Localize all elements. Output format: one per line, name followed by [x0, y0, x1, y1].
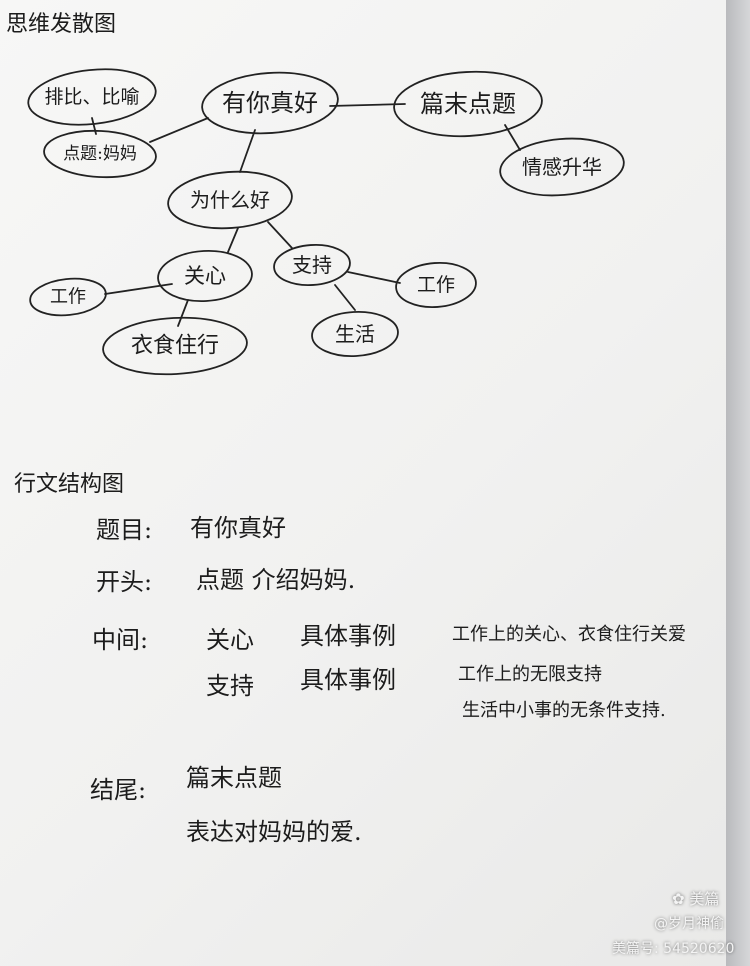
meipian-logo-icon: ✿ [672, 890, 685, 908]
node-yishi: 衣食住行 [131, 334, 219, 359]
title-value: 有你真好 [190, 514, 286, 542]
node-qinggan: 情感升华 [522, 155, 602, 179]
watermark-brand-text: 美篇 [689, 890, 720, 908]
node-gongzuo-left: 工作 [50, 287, 86, 308]
link-weishenme-guanxin [227, 227, 239, 253]
link-center-pianmo [329, 103, 406, 107]
bubble-center [201, 71, 339, 135]
node-paibi: 排比、比喻 [44, 86, 139, 108]
node-gongzuo-right: 工作 [417, 274, 455, 296]
bubble-paibi [27, 68, 157, 126]
title-label: 题目: [96, 516, 153, 544]
paper-sheet [0, 0, 726, 966]
bubble-gongzuo-right [395, 261, 477, 309]
bubble-yishi [102, 316, 248, 376]
watermark-id: 美篇号: 54520620 [612, 941, 735, 957]
link-center-dianti [149, 117, 209, 143]
opening-label: 开头: [96, 568, 153, 596]
opening-value: 点题 介绍妈妈. [196, 566, 356, 594]
middle-point-2: 支持 [206, 672, 254, 700]
bubble-pianmo [393, 70, 543, 138]
bubble-weishenme [167, 170, 293, 230]
link-zhichi-shenghuo [334, 284, 356, 311]
node-dianti-mama: 点题:妈妈 [63, 144, 137, 164]
ending-value: 篇末点题 [186, 764, 282, 792]
link-guanxin-yishi [177, 299, 189, 327]
link-weishenme-zhichi [267, 221, 293, 249]
node-zhichi: 支持 [292, 253, 332, 277]
middle-detail-1: 工作上的关心、衣食住行关爱 [452, 624, 686, 645]
bubble-zhichi [273, 243, 351, 287]
bubble-guanxin [157, 250, 253, 302]
watermark-brand: ✿ 美篇 [672, 888, 719, 909]
ending-extra: 表达对妈妈的爱. [186, 818, 362, 846]
watermark-author: @岁月神偷 [654, 916, 724, 932]
mindmap-heading: 思维发散图 [6, 12, 117, 37]
node-guanxin: 关心 [184, 264, 226, 288]
middle-detail-3: 生活中小事的无条件支持. [462, 700, 666, 721]
bubble-shenghuo [311, 311, 399, 357]
middle-method-1: 具体事例 [300, 622, 396, 650]
node-shenghuo: 生活 [335, 322, 375, 346]
link-center-weishenme [239, 129, 256, 173]
desk-edge [726, 0, 750, 966]
ending-label: 结尾: [90, 776, 147, 804]
node-center: 有你真好 [222, 89, 318, 117]
node-pianmo: 篇末点题 [420, 90, 516, 118]
bubble-dianti-mama [43, 129, 157, 179]
structure-heading: 行文结构图 [14, 472, 125, 497]
mind-map: 排比、比喻 点题:妈妈 有你真好 篇末点题 情感升华 为什么好 关心 支持 工作… [27, 68, 625, 376]
middle-label: 中间: [92, 626, 149, 654]
middle-method-2: 具体事例 [300, 666, 396, 694]
link-zhichi-gongzuo [347, 271, 401, 284]
node-weishenme: 为什么好 [190, 188, 270, 212]
middle-point-1: 关心 [206, 626, 254, 654]
middle-detail-2: 工作上的无限支持 [458, 664, 602, 685]
bubble-gongzuo-left [29, 277, 107, 317]
bubble-qinggan [499, 137, 625, 197]
